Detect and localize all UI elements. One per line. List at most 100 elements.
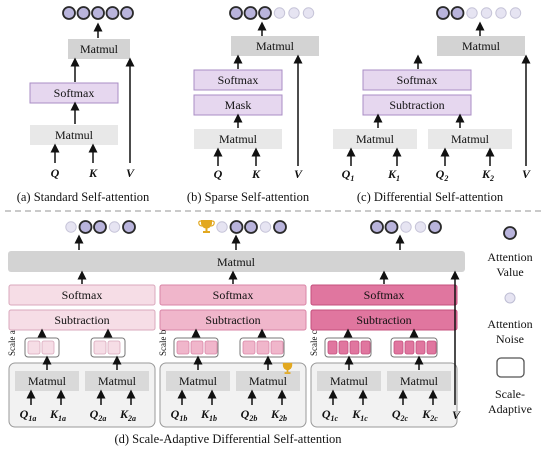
scale-cell: [393, 340, 404, 355]
k2-label-d: K2b: [270, 407, 287, 423]
scale-cell: [338, 340, 349, 355]
caption-d: (d) Scale-Adaptive Differential Self-att…: [114, 432, 342, 446]
scale-cell: [415, 340, 426, 355]
matmul-top-a: [68, 39, 130, 59]
softmax-d-label: Softmax: [213, 288, 254, 302]
matmul-d: [317, 371, 381, 391]
attention-value-dot: [436, 6, 450, 20]
matmul-bottom-a-label: Matmul: [55, 128, 94, 142]
attention-noise-dot: [414, 221, 427, 233]
attention-value-dot: [122, 220, 136, 234]
softmax-d-3: [310, 284, 458, 306]
softmax-d-1: [8, 284, 156, 306]
k1-label-d: K1a: [49, 407, 66, 423]
output-dots-d: [65, 220, 442, 234]
caption-b: (b) Sparse Self-attention: [187, 190, 310, 204]
subtraction-d-label: Subtraction: [54, 313, 109, 327]
v-label-a: V: [126, 166, 135, 180]
attention-value-dot: [120, 6, 134, 20]
output-dots-c: [436, 6, 522, 20]
attention-value-dot: [93, 220, 107, 234]
attention-noise-dot: [108, 221, 121, 233]
k1-label-d: K1c: [351, 407, 368, 423]
matmul-top-a-label: Matmul: [80, 42, 119, 56]
subtraction-d-1: [8, 309, 156, 331]
attention-value-dot: [229, 220, 244, 234]
q1-label-d: Q1b: [171, 407, 188, 423]
softmax-c-label: Softmax: [397, 73, 438, 87]
matmul-bottom-b-label: Matmul: [219, 132, 258, 146]
scale-label: Scale c: [309, 330, 319, 356]
attention-value-dot: [76, 6, 91, 20]
attention-value-dot: [428, 220, 442, 234]
scale-adaptive-icon: [496, 357, 525, 378]
scale-cell: [242, 340, 256, 355]
attention-value-dot: [62, 6, 76, 20]
output-dots-a: [62, 6, 134, 20]
attention-value-dot: [229, 6, 243, 20]
k2-label-d: K2c: [421, 407, 438, 423]
subtraction-d-label: Subtraction: [356, 313, 411, 327]
q1-label-d: Q1c: [322, 407, 339, 423]
v-label-b: V: [294, 167, 303, 181]
attention-noise-dot: [65, 221, 77, 233]
attention-noise-dot: [495, 7, 507, 19]
attention-value-dot: [450, 6, 465, 20]
q1-label-c: Q1: [342, 167, 355, 183]
subtraction-c-label: Subtraction: [389, 98, 444, 112]
dark-circle-icon: [503, 226, 517, 240]
k2-label-d: K2a: [119, 407, 136, 423]
scale-cell: [349, 340, 360, 355]
q2-label-d: Q2b: [241, 407, 258, 423]
matmul-d-label: Matmul: [179, 374, 218, 388]
q2-label-c: Q2: [436, 167, 449, 183]
scale-label: Scale a: [7, 330, 17, 356]
matmul-bottom-a: [30, 125, 118, 145]
q-label-a: Q: [51, 166, 60, 180]
scale-cell: [107, 340, 121, 355]
v-label-c: V: [522, 167, 531, 181]
attention-noise-dot: [216, 221, 228, 233]
output-dots-b: [229, 6, 315, 20]
subtraction-d-label: Subtraction: [205, 313, 260, 327]
q2-label-d: Q2c: [392, 407, 409, 423]
mask-b-label: Mask: [225, 98, 252, 112]
scale-cell: [426, 340, 437, 355]
matmul-c-2-label: Matmul: [451, 132, 490, 146]
k2-label-c: K2: [481, 167, 494, 183]
matmul-top-c-label: Matmul: [462, 39, 501, 53]
caption-c: (c) Differential Self-attention: [357, 190, 504, 204]
attention-value-dot: [91, 6, 105, 20]
scale-cell: [190, 340, 204, 355]
scale-cell: [256, 340, 270, 355]
scale-label: Scale b: [158, 329, 168, 356]
attention-noise-dot: [509, 7, 522, 19]
legend-scale-adaptive: Scale-Adaptive: [488, 387, 532, 416]
matmul-d-label: Matmul: [330, 374, 369, 388]
attention-noise-dot: [480, 7, 493, 19]
panel-c: Matmul Softmax Subtraction Matmul Matmul…: [333, 6, 531, 204]
softmax-b: [193, 69, 283, 91]
matmul-bottom-b: [194, 129, 282, 149]
matmul-c-2: [428, 129, 512, 149]
softmax-d-2: [159, 284, 307, 306]
subtraction-d-2: [159, 309, 307, 331]
attention-value-dot: [244, 220, 258, 234]
matmul-d: [236, 371, 300, 391]
scale-cell: [93, 340, 107, 355]
k1-label-c: K1: [387, 167, 400, 183]
matmul-d-label: Matmul: [249, 374, 288, 388]
attention-noise-dot: [288, 7, 300, 19]
matmul-d-label: Matmul: [28, 374, 67, 388]
softmax-d-label: Softmax: [62, 288, 103, 302]
panel-a: Matmul Softmax Matmul Q K V (a) Standard…: [17, 6, 150, 204]
attention-value-dot: [78, 220, 93, 234]
scale-cell: [270, 340, 284, 355]
